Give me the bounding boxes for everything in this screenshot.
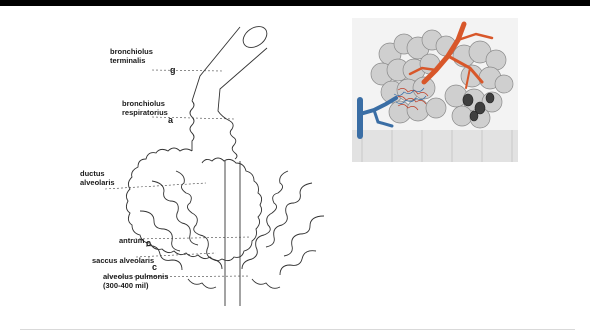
marker-c-2: c (152, 263, 157, 272)
label-bronchiolus-respiratorius-1: bronchiolus (122, 99, 165, 108)
label-saccus-alveolaris: saccus alveolaris (92, 256, 154, 265)
bottom-rule (20, 329, 575, 330)
alveoli-illustration-icon (352, 18, 518, 162)
label-bronchiolus-respiratorius-2: respiratorius (122, 108, 168, 117)
marker-a: a (168, 116, 173, 125)
marker-c: c (146, 239, 151, 248)
slide-canvas: bronchiolus terminalis g bronchiolus res… (0, 6, 590, 335)
label-bronchiolus-terminalis-2: terminalis (110, 56, 145, 65)
label-alveolus-pulmonis-2: (300-400 mil) (103, 281, 148, 290)
marker-g: g (170, 66, 176, 75)
label-ductus-alveolaris-2: alveolaris (80, 178, 115, 187)
label-antrum: antrum (119, 236, 144, 245)
label-alveolus-pulmonis-1: alveolus pulmonis (103, 272, 168, 281)
label-bronchiolus-terminalis-1: bronchiolus (110, 47, 153, 56)
label-ductus-alveolaris-1: ductus (80, 169, 105, 178)
